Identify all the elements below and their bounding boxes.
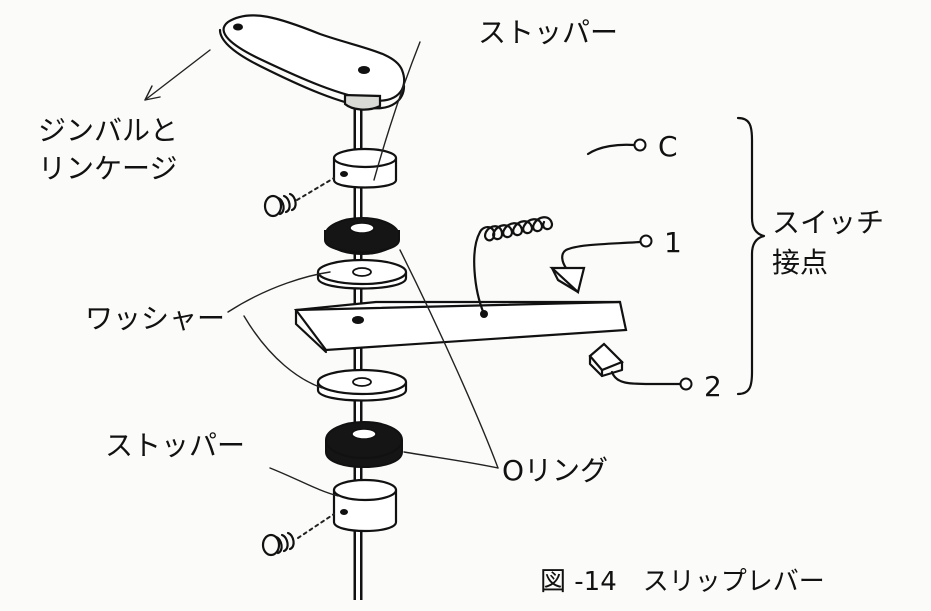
terminal-c-label: C (658, 130, 678, 163)
stopper-top-label: ストッパー (478, 16, 618, 49)
gimbal-linkage-arm (218, 14, 406, 111)
leader-lines (227, 41, 499, 497)
switch-contact-label-line1: スイッチ (772, 206, 884, 239)
stopper-bottom-label: ストッパー (105, 429, 245, 462)
lower-set-screw (261, 513, 335, 557)
lower-o-ring (325, 421, 403, 468)
switch-contact-brace (736, 116, 766, 396)
o-ring-label: Oリング (502, 454, 608, 487)
lower-stopper (332, 478, 398, 533)
terminal-1-label: 1 (664, 226, 682, 259)
contact-2 (588, 342, 693, 391)
gimbal-linkage-label-line1: ジンバルと (38, 114, 178, 147)
switch-contact-label-line2: 接点 (772, 246, 828, 279)
coil-wire (473, 138, 647, 316)
lever-arm (293, 300, 628, 354)
upper-set-screw (263, 177, 335, 218)
lower-washer (316, 368, 408, 402)
contact-1 (549, 234, 653, 295)
washer-label: ワッシャー (85, 302, 225, 335)
gimbal-linkage-label-line2: リンケージ (38, 152, 177, 185)
upper-washer (316, 258, 408, 290)
upper-stopper (332, 147, 398, 189)
figure-caption: 図 -14 スリップレバー (540, 567, 825, 597)
gimbal-arrow (144, 49, 211, 101)
upper-o-ring (324, 217, 400, 255)
terminal-2-label: 2 (704, 370, 722, 403)
